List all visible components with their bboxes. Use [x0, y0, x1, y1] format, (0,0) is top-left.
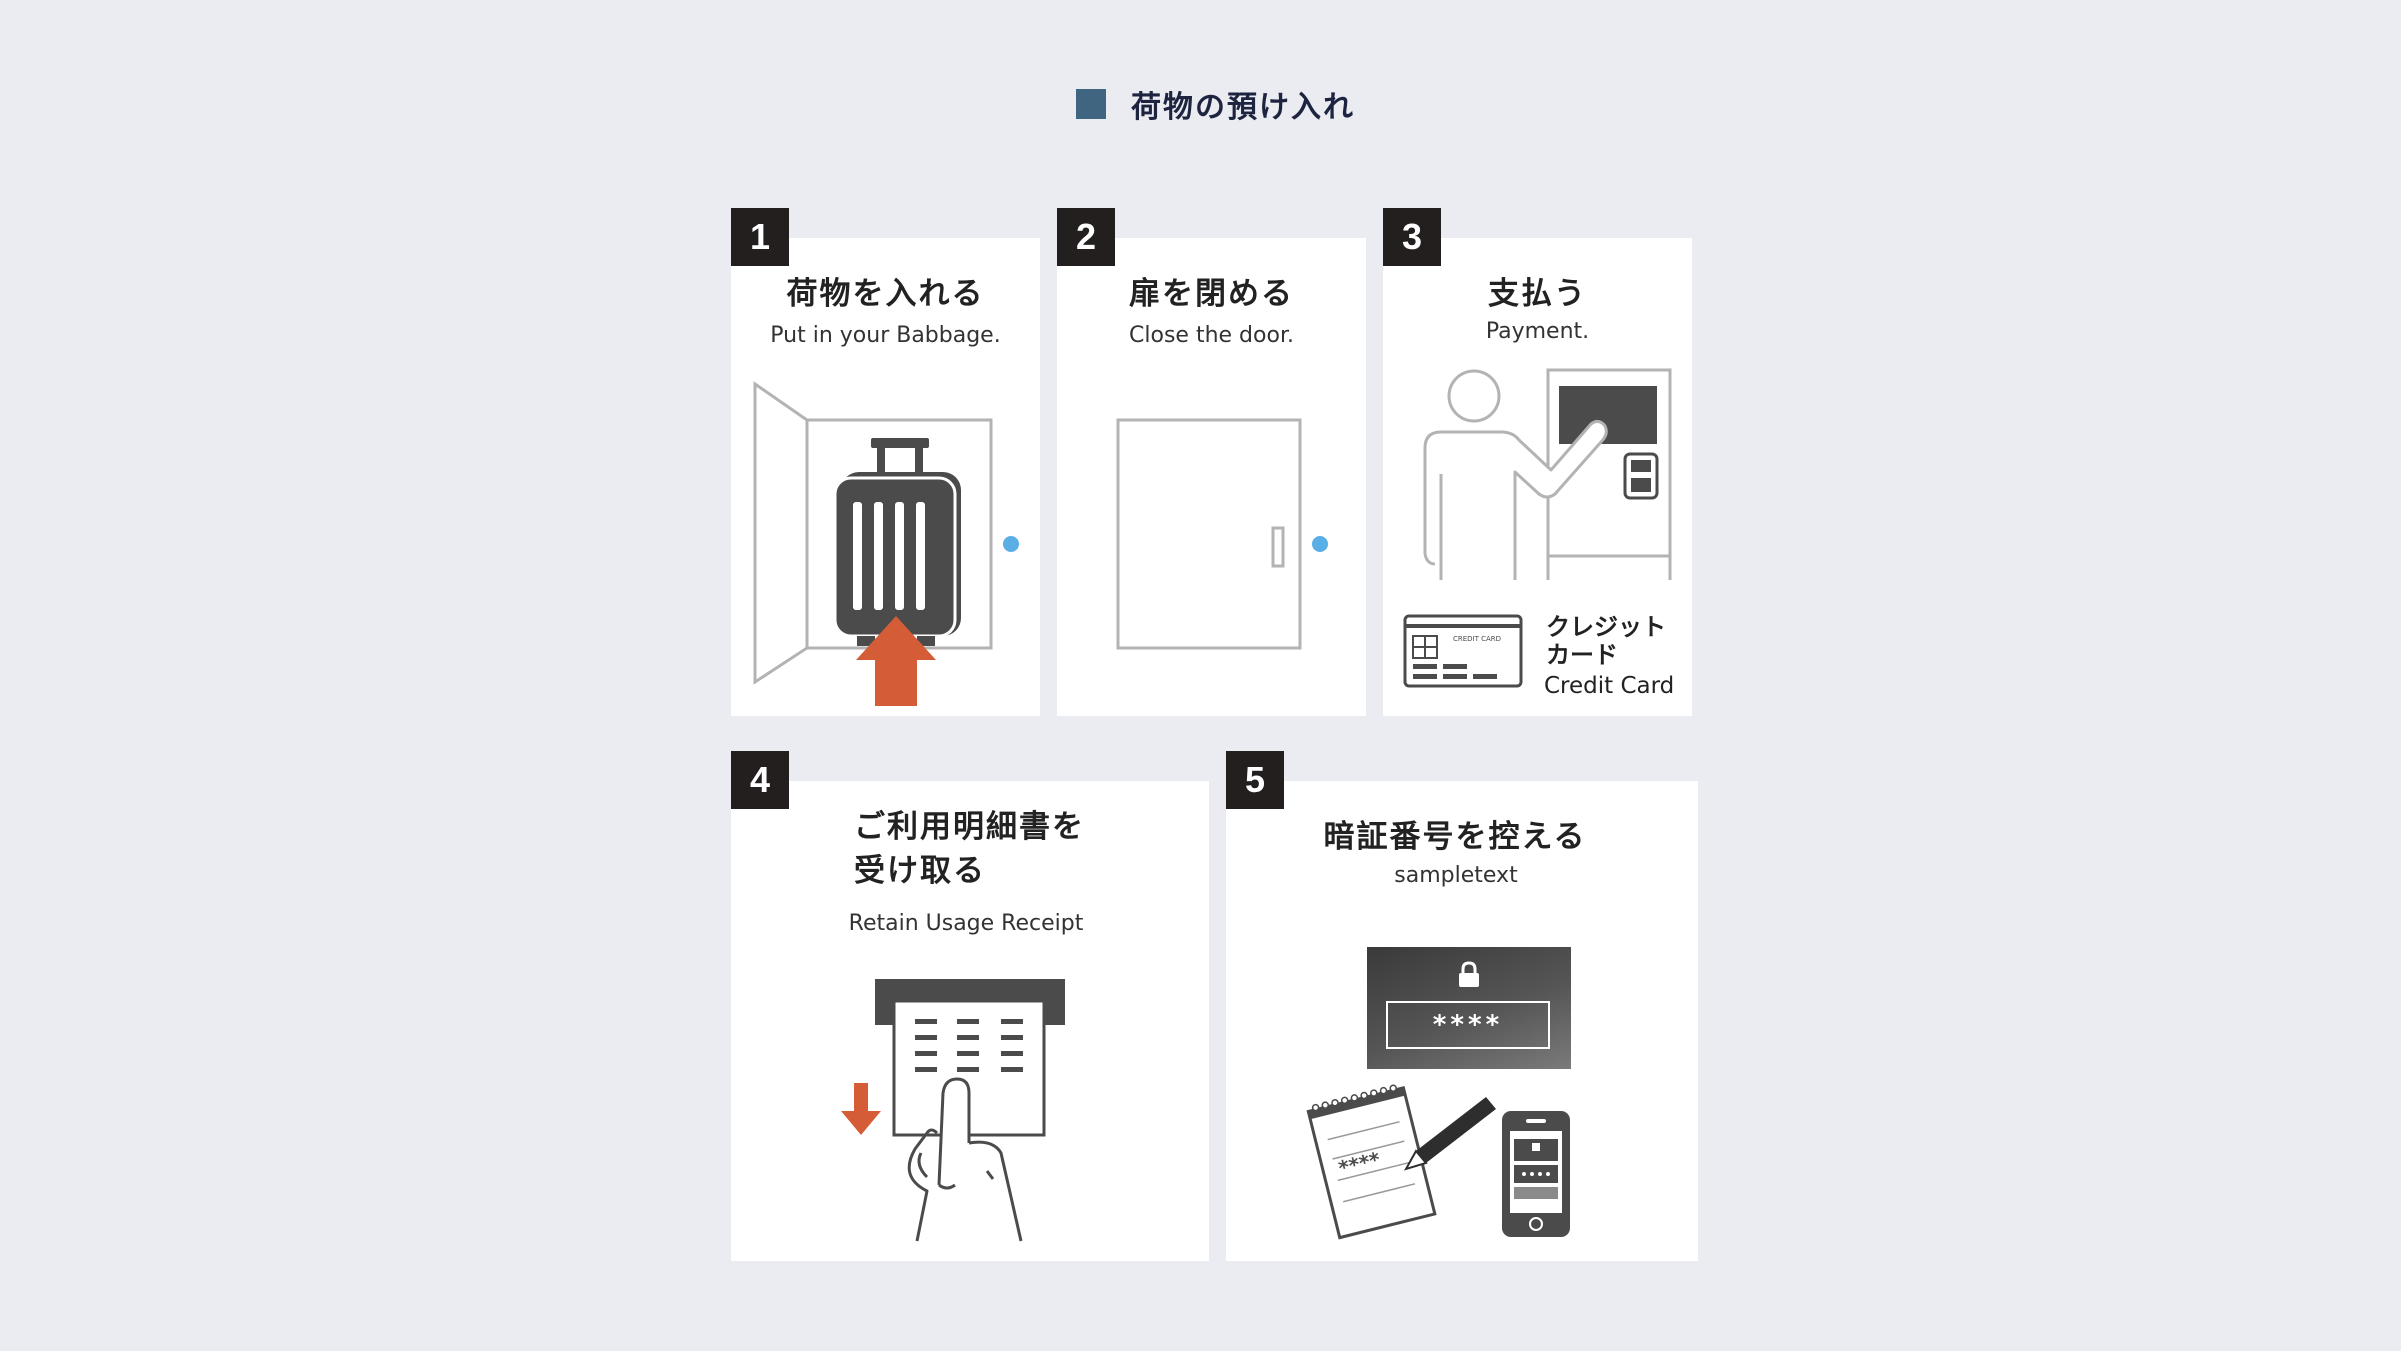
- down-arrow-icon: [841, 1083, 881, 1135]
- credit-card-icon: CREDIT CARD: [1403, 614, 1523, 688]
- closed-locker-door-icon: [1116, 418, 1328, 650]
- notepad-icon: ****: [1306, 1084, 1437, 1240]
- step-2-subtitle: Close the door.: [1129, 323, 1294, 348]
- step-3-badge: 3: [1383, 208, 1441, 266]
- notepad-pen-phone-icon: ****: [1306, 1084, 1570, 1240]
- step-card-4: ご利用明細書を 受け取る Retain Usage Receipt: [731, 781, 1209, 1261]
- up-arrow-icon: [856, 616, 936, 706]
- receipt-in-hand-icon: [841, 979, 1065, 1242]
- step-card-1: 荷物を入れる Put in your Babbage.: [731, 238, 1040, 716]
- step-2-title: 扉を閉める: [1129, 276, 1294, 312]
- step-3-subtitle: Payment.: [1485, 319, 1590, 344]
- open-locker-with-suitcase-icon: [753, 381, 1019, 706]
- step-1-title: 荷物を入れる: [786, 276, 985, 312]
- pin-mask: ****: [1432, 1010, 1504, 1040]
- person-paying-at-terminal-icon: CREDIT CARD: [1403, 368, 1672, 688]
- step-5-title: 暗証番号を控える: [1323, 819, 1587, 855]
- page-title: 荷物の預け入れ: [1131, 90, 1355, 125]
- header-square-icon: [1076, 89, 1106, 119]
- step-4-badge: 4: [731, 751, 789, 809]
- step-2-badge: 2: [1057, 208, 1115, 266]
- pen-icon: [1403, 1097, 1496, 1171]
- smartphone-icon: [1502, 1111, 1570, 1237]
- step-4-subtitle: Retain Usage Receipt: [848, 911, 1084, 936]
- step-card-3: 支払う Payment. CREDIT CARD: [1383, 238, 1692, 716]
- step-1-badge: 1: [731, 208, 789, 266]
- pin-field: ****: [1386, 1001, 1550, 1049]
- card-printed-label: CREDIT CARD: [1453, 635, 1501, 643]
- step-card-2: 扉を閉める Close the door.: [1057, 238, 1366, 716]
- lock-icon: [1459, 961, 1479, 987]
- step-5-badge: 5: [1226, 751, 1284, 809]
- credit-card-label-ja: クレジット カード: [1546, 613, 1666, 669]
- section-header: 荷物の預け入れ: [1076, 84, 1355, 125]
- step-5-subtitle: sampletext: [1394, 863, 1518, 888]
- credit-card-label-en: Credit Card: [1544, 673, 1675, 699]
- step-card-5: 暗証番号を控える sampletext **** ****: [1226, 781, 1698, 1261]
- step-1-subtitle: Put in your Babbage.: [770, 323, 1001, 348]
- pin-entry-panel: ****: [1367, 947, 1571, 1069]
- step-4-title: ご利用明細書を 受け取る: [854, 809, 1085, 889]
- step-3-title: 支払う: [1488, 276, 1587, 312]
